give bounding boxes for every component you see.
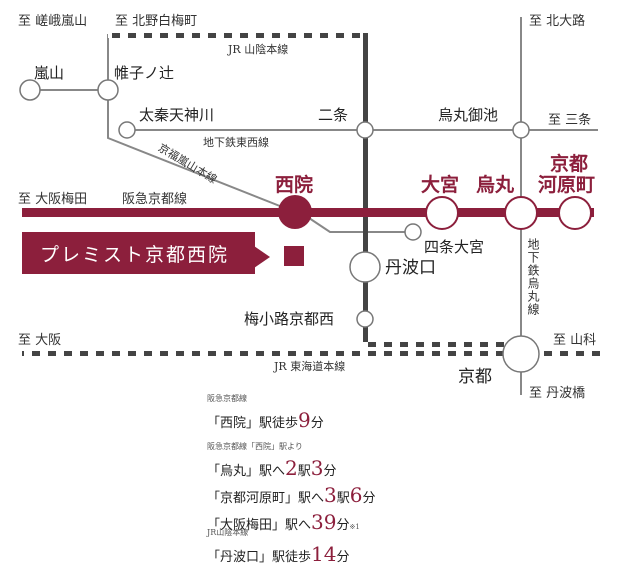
access-number: 3 xyxy=(310,456,324,480)
direction-osaka-umeda: 至 大阪梅田 xyxy=(18,192,88,207)
access-block-2: 阪急京都線「西院」駅より 「烏丸」駅へ2駅3分 「京都河原町」駅へ3駅6分 「大… xyxy=(207,443,407,536)
access-text: 「烏丸」駅へ xyxy=(207,464,286,479)
kyoto-station xyxy=(502,335,540,373)
kawaramachi-station xyxy=(558,196,592,230)
label-karasuma: 烏丸 xyxy=(476,174,515,196)
nijo-station xyxy=(356,121,374,139)
label-kawaramachi-1: 京都 xyxy=(550,153,589,175)
label-umekoji-kyotonishi: 梅小路京都西 xyxy=(244,310,335,328)
label-karasuma-oike: 烏丸御池 xyxy=(438,106,499,124)
access-header: JR山陰本線 xyxy=(207,528,249,537)
uzumasa-tenjingawa-station xyxy=(118,121,136,139)
access-line: 「西院」駅徒歩9分 xyxy=(207,407,407,434)
access-footnote: ※1 xyxy=(349,523,360,531)
jr-tokaido-label: JR 東海道本線 xyxy=(274,360,346,373)
access-number: 6 xyxy=(349,483,363,507)
jr-sanin-label: JR 山陰本線 xyxy=(228,43,289,56)
label-saiin: 西院 xyxy=(275,174,314,196)
access-number: 9 xyxy=(298,408,311,432)
access-number: 14 xyxy=(311,542,337,566)
access-line: 「京都河原町」駅へ3駅6分 xyxy=(207,482,407,509)
karasuma-station xyxy=(504,196,538,230)
jr-sanin-line-vertical xyxy=(363,33,368,345)
access-block-1: 阪急京都線 「西院」駅徒歩9分 xyxy=(207,395,407,434)
label-shijo-omiya: 四条大宮 xyxy=(424,238,485,256)
jr-lines xyxy=(22,33,608,356)
property-banner: プレミスト京都西院 xyxy=(22,232,255,274)
access-unit: 分 xyxy=(336,550,350,565)
arashiyama-station xyxy=(19,79,41,101)
banner-arrow xyxy=(254,246,270,268)
label-kyoto: 京都 xyxy=(458,367,492,387)
subway-tozai-label: 地下鉄東西線 xyxy=(203,136,269,149)
access-block-3: JR山陰本線 「丹波口」駅徒歩14分 xyxy=(207,529,407,568)
label-kawaramachi-2: 河原町 xyxy=(538,174,596,196)
property-name: プレミスト京都西院 xyxy=(40,243,230,266)
direction-kitaoji: 至 北大路 xyxy=(529,14,586,29)
jr-tokaido-line xyxy=(22,351,608,356)
access-number: 3 xyxy=(324,483,337,507)
subway-karasuma-label: 地下鉄烏丸線 xyxy=(526,238,540,316)
direction-saga-arashiyama: 至 嵯峨嵐山 xyxy=(18,14,88,29)
direction-kitano-hakubaicho: 至 北野白梅町 xyxy=(115,14,198,29)
katabiranotsuji-station xyxy=(97,79,119,101)
access-line: 「丹波口」駅徒歩14分 xyxy=(207,541,407,568)
access-unit: 分 xyxy=(310,416,324,431)
saiin-station xyxy=(278,195,312,229)
access-text: 「西院」駅徒歩 xyxy=(207,416,299,431)
access-header: 阪急京都線「西院」駅より xyxy=(207,442,303,451)
access-text: 「大阪梅田」駅へ xyxy=(207,518,312,533)
label-katabiranotsuji: 帷子ノ辻 xyxy=(114,64,175,82)
tambaguchi-station xyxy=(349,251,381,283)
gray-stations xyxy=(19,79,540,373)
access-line: 「大阪梅田」駅へ39分※1 xyxy=(207,509,407,536)
access-unit: 分 xyxy=(362,491,376,506)
direction-tambabashi: 至 丹波橋 xyxy=(529,386,586,401)
umekoji-kyotonishi-station xyxy=(356,310,374,328)
access-unit: 分 xyxy=(336,518,350,533)
access-number: 2 xyxy=(285,456,298,480)
direction-yamashina: 至 山科 xyxy=(553,333,597,348)
access-text: 「京都河原町」駅へ xyxy=(207,491,325,506)
access-unit: 駅 xyxy=(297,464,311,479)
access-text: 「丹波口」駅徒歩 xyxy=(207,550,312,565)
jr-sanin-line-bottom xyxy=(363,342,523,347)
access-unit: 駅 xyxy=(336,491,350,506)
access-unit: 分 xyxy=(323,464,337,479)
property-marker xyxy=(284,246,304,266)
label-nijo: 二条 xyxy=(318,106,349,124)
direction-sanjo: 至 三条 xyxy=(548,113,592,128)
jr-sanin-line-top xyxy=(108,33,366,38)
keifuku-arashiyama-line-diag xyxy=(107,34,296,213)
access-line: 「烏丸」駅へ2駅3分 xyxy=(207,455,407,482)
label-arashiyama: 嵐山 xyxy=(34,64,65,82)
omiya-station xyxy=(425,196,459,230)
hankyu-kyoto-label: 阪急京都線 xyxy=(122,192,188,207)
direction-osaka: 至 大阪 xyxy=(18,333,62,348)
shijo-omiya-station xyxy=(404,223,422,241)
label-omiya: 大宮 xyxy=(421,174,460,196)
label-uzumasa-tenjingawa: 太秦天神川 xyxy=(139,106,215,124)
label-tambaguchi: 丹波口 xyxy=(385,258,436,278)
hankyu-stations xyxy=(425,196,592,230)
karasuma-oike-station xyxy=(512,121,530,139)
access-header: 阪急京都線 xyxy=(207,394,247,403)
access-number: 39 xyxy=(311,510,337,534)
